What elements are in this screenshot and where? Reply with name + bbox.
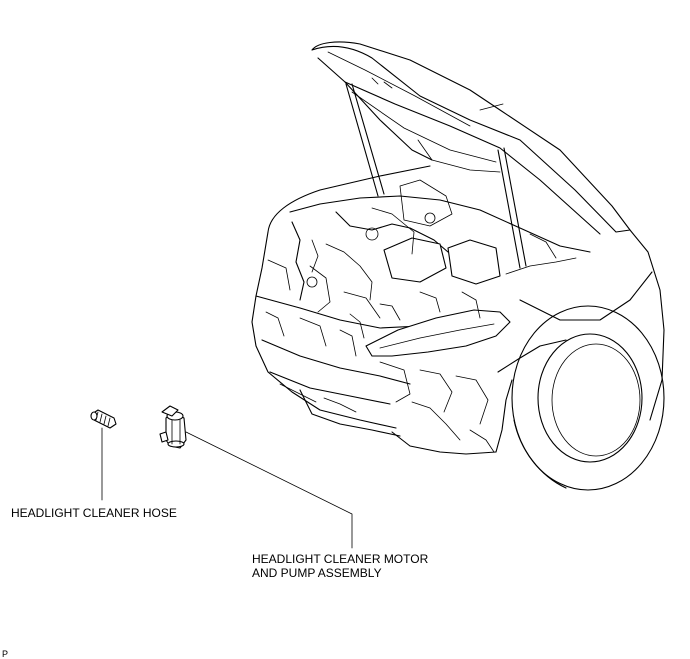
motor-label-line-1: HEADLIGHT CLEANER MOTOR: [252, 552, 429, 566]
open-hood: [311, 41, 631, 235]
car-front-illustration: [251, 41, 665, 491]
front-wheel: [511, 305, 665, 491]
headlight-cleaner-motor-label: HEADLIGHT CLEANER MOTOR AND PUMP ASSEMBL…: [252, 552, 428, 580]
motor-leader-line: [185, 431, 353, 549]
headlight: [365, 309, 511, 357]
figure-code: P: [2, 649, 9, 659]
engine-bay: [267, 179, 591, 339]
car-body: [251, 165, 665, 455]
leader-lines: [101, 427, 353, 549]
headlight-cleaner-hose-label: HEADLIGHT CLEANER HOSE: [11, 506, 177, 520]
headlight-cleaner-motor-pump-part: [159, 405, 187, 449]
lower-fascia: [265, 311, 495, 453]
headlight-cleaner-hose-part: [90, 409, 117, 429]
motor-label-line-2: AND PUMP ASSEMBLY: [252, 566, 382, 580]
